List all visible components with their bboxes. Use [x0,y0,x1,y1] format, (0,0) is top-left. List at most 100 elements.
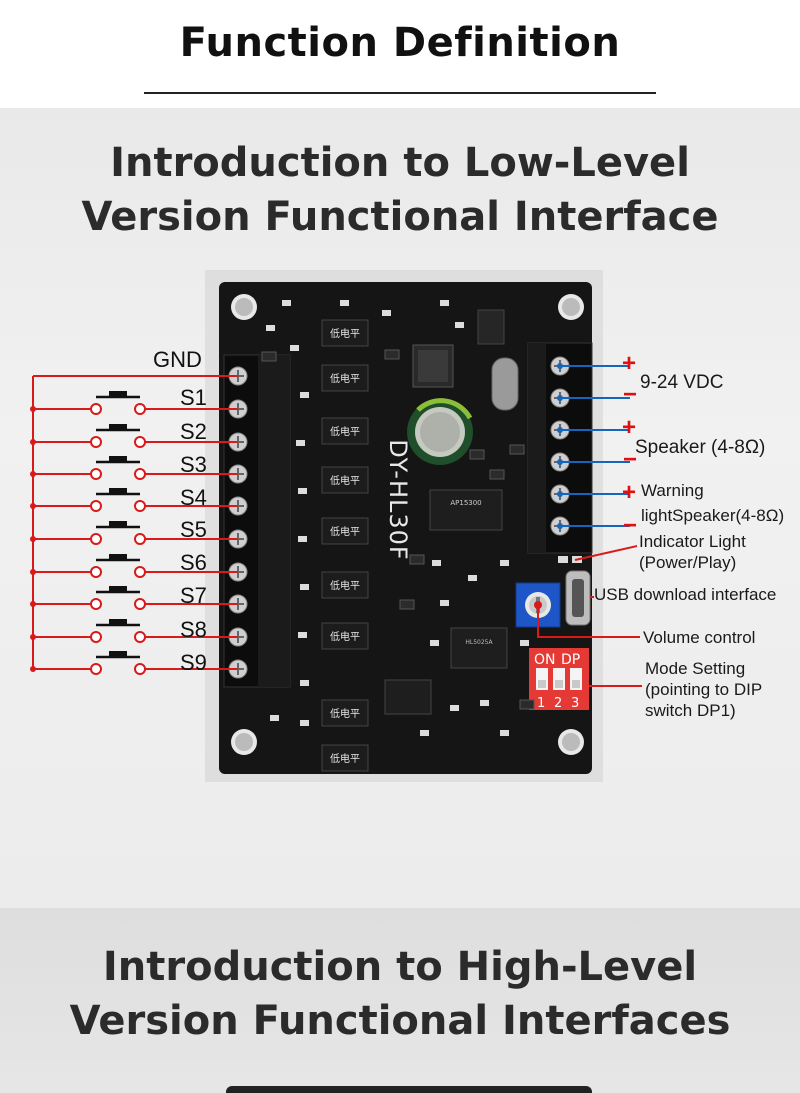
push-switch [30,456,238,480]
svg-text:低电平: 低电平 [330,372,360,385]
smd-component [509,444,525,455]
smd-component [282,300,291,306]
warning-plus-sign: + [622,479,637,506]
smd-component [480,700,489,706]
page-header: Function Definition [0,0,800,108]
smd-component [300,720,309,726]
smd-component [409,554,425,565]
power-plus-sign: + [622,350,637,377]
smd-component [440,600,449,606]
high-level-title-line2: Version Functional Interfaces [69,998,731,1044]
switch-label-s8: S8 [180,617,207,642]
smd-component [432,560,441,566]
smd-component [300,392,309,398]
mode-label-line3: switch DP1) [645,701,736,720]
push-switch [30,586,238,610]
speaker-minus-sign: − [623,446,638,473]
push-switch [30,554,238,578]
svg-text:2: 2 [554,696,562,711]
crystal [491,357,519,411]
dip-switch: ON DP 1 2 3 [529,648,589,711]
misc-components [261,300,535,736]
switch-label-s7: S7 [180,583,207,608]
indicator-label-line1: Indicator Light [639,532,746,551]
power-minus-sign: − [623,381,638,408]
optocoupler-chip: 低电平 [321,699,369,727]
smd-component [440,300,449,306]
smd-component [519,699,535,710]
optocoupler-chip: 低电平 [321,622,369,650]
smd-component [500,560,509,566]
smd-component [455,322,464,328]
gnd-label: GND [153,347,202,372]
board-model-label: DY-HL30F [384,439,412,560]
usb-port [565,570,591,626]
smd-component [298,488,307,494]
wire-dot [557,491,563,497]
svg-text:低电平: 低电平 [330,630,360,643]
volume-pointer [537,605,640,638]
switch-label-s1: S1 [180,385,207,410]
push-switch [30,391,238,415]
main-chip: AP15300 HL5025A [384,489,508,715]
wire-dot [534,601,542,609]
smd-component [298,632,307,638]
smd-component [261,351,277,362]
smd-component [270,715,279,721]
power-label: 9-24 VDC [640,372,724,393]
svg-text:ON: ON [534,652,556,668]
mounting-holes [231,294,584,755]
smd-component [298,536,307,542]
low-level-title-line1: Introduction to Low-Level [110,140,690,186]
low-level-title-line2: Version Functional Interface [81,194,719,240]
usb-label: USB download interface [594,585,777,604]
smd-component [469,449,485,460]
switch-label-s2: S2 [180,419,207,444]
indicator-label-line2: (Power/Play) [639,553,737,572]
smd-component [290,345,299,351]
indicator-led [558,556,568,563]
speaker-plus-sign: + [622,414,637,441]
volume-label: Volume control [643,628,756,647]
svg-text:HL5025A: HL5025A [465,639,493,646]
optocoupler-chip: 低电平 [321,571,369,599]
smd-component [300,584,309,590]
svg-text:低电平: 低电平 [330,707,360,720]
page-title: Function Definition [179,20,621,66]
smd-component [340,300,349,306]
high-level-title-line1: Introduction to High-Level [102,944,698,990]
switch-label-s4: S4 [180,485,207,510]
warning-minus-sign: − [623,512,638,539]
optocoupler-chip: 低电平 [321,364,369,392]
svg-text:低电平: 低电平 [330,474,360,487]
smd-component [420,730,429,736]
push-switch [30,651,238,675]
smd-component [300,680,309,686]
voltage-regulator [412,309,505,388]
switch-wiring [30,375,238,675]
output-wiring [534,363,642,687]
smd-component [384,349,400,360]
svg-text:低电平: 低电平 [330,327,360,340]
capacitor [407,398,473,465]
optocoupler-chip: 低电平 [321,517,369,545]
switch-label-s3: S3 [180,452,207,477]
warning-label-line1: Warning [641,481,704,500]
svg-text:DP: DP [561,652,580,668]
smd-component [450,705,459,711]
wire-dot [557,363,563,369]
smd-component [296,440,305,446]
svg-text:低电平: 低电平 [330,425,360,438]
smd-component [266,325,275,331]
smd-component [500,730,509,736]
push-switch [30,619,238,643]
optocoupler-chip: 低电平 [321,744,369,772]
svg-text:低电平: 低电平 [330,752,360,765]
next-board-edge [226,1086,592,1093]
smd-component [468,575,477,581]
push-switch [30,424,238,448]
smd-component [489,469,505,480]
svg-text:3: 3 [571,696,579,711]
